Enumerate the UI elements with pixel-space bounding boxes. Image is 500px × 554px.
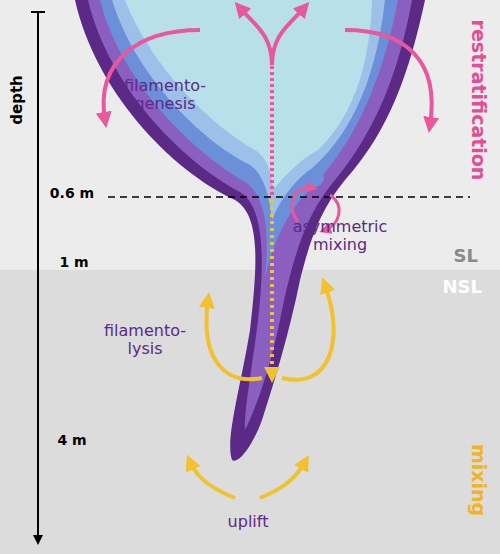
mixing-arrow — [207, 300, 262, 379]
plume-layer — [100, 0, 398, 280]
axis-tick — [31, 11, 45, 13]
depth-value: 4 m — [57, 432, 86, 448]
restratification-arrow — [345, 30, 432, 125]
mixing-arrow — [282, 285, 334, 380]
process-label: asymmetric mixing — [290, 218, 390, 255]
process-label: filamento- lysis — [100, 322, 190, 359]
depth-axis — [37, 12, 39, 540]
depth-value: 0.6 m — [50, 185, 94, 201]
process-label: filamento- genesis — [113, 77, 218, 114]
process-label: restratification — [467, 20, 489, 181]
plume-layer — [112, 0, 385, 220]
process-label: mixing — [467, 444, 489, 516]
plume-outer — [75, 0, 425, 461]
plume-layer — [88, 0, 412, 430]
restratification-arrow — [240, 8, 272, 65]
layer-label: NSL — [443, 276, 483, 297]
uplift-arrow — [260, 462, 305, 498]
downwelling-arrow — [270, 60, 274, 195]
uplift-arrow — [190, 462, 235, 498]
layer-label: SL — [454, 245, 478, 266]
process-label: uplift — [228, 513, 269, 531]
downwelling-arrow — [270, 200, 274, 375]
axis-label: depth — [9, 75, 26, 125]
mixing-lobe — [304, 169, 324, 187]
depth-value: 1 m — [59, 254, 88, 270]
restratification-arrow — [272, 8, 304, 65]
depth-line — [108, 196, 470, 198]
